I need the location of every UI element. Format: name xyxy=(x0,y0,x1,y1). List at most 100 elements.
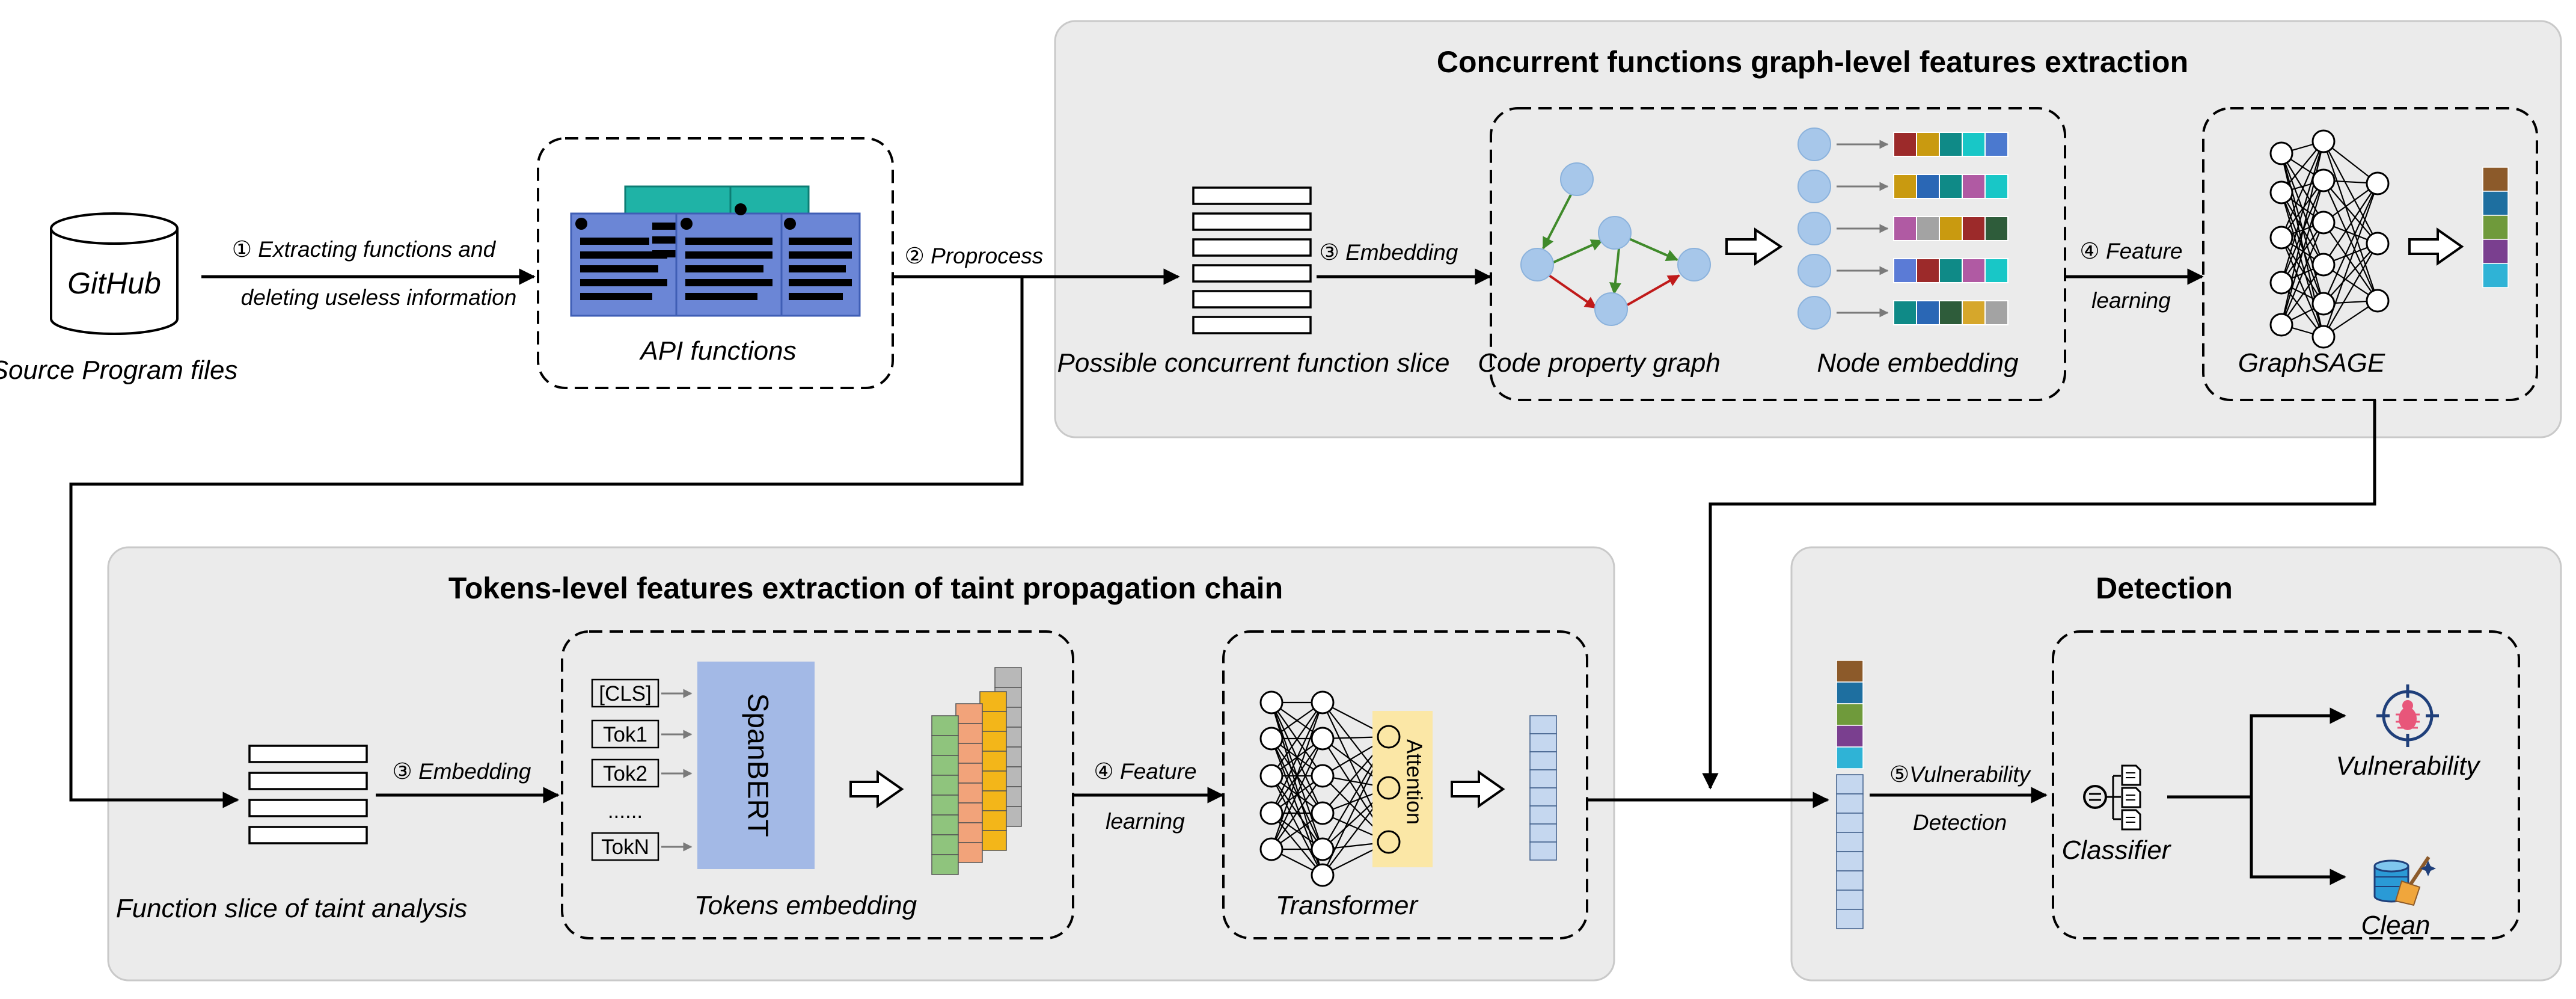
neuron xyxy=(1311,764,1335,788)
fused-feature-vector xyxy=(1836,660,1864,929)
embedding-cell xyxy=(1893,132,1917,157)
step1-label-line1: ① Extracting functions and xyxy=(232,237,497,262)
embedding-cell xyxy=(1916,258,1940,283)
transformer-output-arrow xyxy=(1451,770,1505,808)
attention-nodes xyxy=(1377,725,1401,854)
slice-bottom-caption: Function slice of taint analysis xyxy=(116,894,468,923)
neuron xyxy=(1259,690,1283,715)
embedding-cell xyxy=(1962,216,1986,241)
embedding-cell xyxy=(1984,132,2008,157)
api-functions-box xyxy=(537,137,894,389)
connector-graph-to-detection xyxy=(1702,400,2376,790)
vector-cell xyxy=(1836,681,1864,704)
tokens-panel xyxy=(107,546,1615,982)
neuron xyxy=(2366,171,2390,195)
token-1: Tok1 xyxy=(603,723,647,746)
embedding-cell xyxy=(1962,132,1986,157)
neuron xyxy=(1311,727,1335,751)
step4-top-label-line1: ④ Feature xyxy=(2080,239,2183,263)
token-list: [CLS] Tok1 Tok2 ...... TokN xyxy=(591,678,693,861)
api-window-icon xyxy=(570,185,861,317)
embedding-cell xyxy=(1893,216,1917,241)
vector-cell xyxy=(2482,167,2509,192)
vector-cell xyxy=(1836,725,1864,748)
token-3: ...... xyxy=(608,799,643,823)
tokens-panel-title: Tokens-level features extraction of tain… xyxy=(448,571,1283,605)
vector-cell xyxy=(2482,191,2509,216)
embedding-cell xyxy=(1916,300,1940,325)
detection-panel xyxy=(1790,546,2562,982)
tokens-to-stack-arrow xyxy=(849,770,904,808)
api-functions-caption: API functions xyxy=(638,336,796,366)
neuron xyxy=(1259,727,1283,751)
step4-bottom-label-line1: ④ Feature xyxy=(1094,759,1197,784)
attention-label: Attention xyxy=(1402,739,1427,825)
slice-top-caption: Possible concurrent function slice xyxy=(1057,348,1450,378)
neuron xyxy=(2311,325,2336,349)
token-2: Tok2 xyxy=(603,762,647,785)
vector-cell xyxy=(1836,660,1864,683)
neuron xyxy=(1311,837,1335,861)
spanbert-label: SpanBERT xyxy=(741,693,773,837)
embedding-cell xyxy=(1916,216,1940,241)
neuron xyxy=(2366,232,2390,256)
neuron xyxy=(1311,863,1335,887)
graphsage-output-arrow xyxy=(2408,227,2464,266)
step4-top-label-line2: learning xyxy=(2091,288,2171,313)
transformer-box xyxy=(1222,630,1588,939)
token-feature-vector xyxy=(1529,715,1557,861)
graphsage-box xyxy=(2202,107,2538,401)
node-embedding-caption: Node embedding xyxy=(1817,348,2019,378)
neuron xyxy=(2311,211,2336,235)
neuron xyxy=(2366,289,2390,313)
step4-bottom-label-line2: learning xyxy=(1106,809,1185,834)
neuron xyxy=(1311,690,1335,715)
embedding-cell xyxy=(1984,174,2008,199)
embedding-cell xyxy=(1916,174,1940,199)
embedding-cell xyxy=(1962,258,1986,283)
step5-label-line1: ⑤Vulnerability xyxy=(1889,762,2032,787)
embedding-cell xyxy=(1939,258,1963,283)
neuron xyxy=(2269,271,2293,295)
step1-label-line2: deleting useless information xyxy=(241,285,517,310)
classifier-box xyxy=(2052,630,2520,939)
embedding-cell xyxy=(1939,174,1963,199)
vulnerability-caption: Vulnerability xyxy=(2336,751,2482,781)
arrow-to-clean xyxy=(2250,797,2346,885)
embedding-cell xyxy=(1962,300,1986,325)
token-0: [CLS] xyxy=(599,682,652,705)
arrow-to-vulnerability xyxy=(2250,707,2346,797)
connector-to-tokens xyxy=(69,277,1024,808)
token-4: TokN xyxy=(601,835,649,859)
cpg-caption: Code property graph xyxy=(1478,348,1721,378)
vector-cell xyxy=(1836,746,1864,769)
embedding-cell xyxy=(1893,258,1917,283)
cpg-to-embedding-arrow xyxy=(1725,227,1783,266)
embedding-cell xyxy=(1962,174,1986,199)
step5-label-line2: Detection xyxy=(1913,810,2007,835)
neuron xyxy=(2311,129,2336,153)
database-icon xyxy=(50,212,179,335)
embedding-cell xyxy=(1984,258,2008,283)
embedding-cell xyxy=(1893,174,1917,199)
neuron xyxy=(2311,253,2336,277)
classifier-documents-icon xyxy=(2083,764,2141,831)
detection-panel-title: Detection xyxy=(2096,571,2233,605)
graph-panel-title: Concurrent functions graph-level feature… xyxy=(1437,45,2188,79)
neuron xyxy=(2311,292,2336,316)
clean-caption: Clean xyxy=(2361,911,2431,940)
token-embedding-stack xyxy=(931,667,1022,875)
embedding-cell xyxy=(1916,132,1940,157)
vector-cell xyxy=(1836,703,1864,726)
node-embedding xyxy=(1797,128,2008,330)
github-label: GitHub xyxy=(67,266,161,300)
neuron xyxy=(2269,226,2293,250)
neuron xyxy=(2269,313,2293,337)
tokens-embedding-caption: Tokens embedding xyxy=(694,891,917,920)
neuron xyxy=(1259,764,1283,788)
vector-cell xyxy=(2482,239,2509,264)
vector-cell xyxy=(2482,215,2509,240)
bug-target-icon xyxy=(2376,684,2439,747)
step2-label: ② Proprocess xyxy=(905,244,1044,268)
